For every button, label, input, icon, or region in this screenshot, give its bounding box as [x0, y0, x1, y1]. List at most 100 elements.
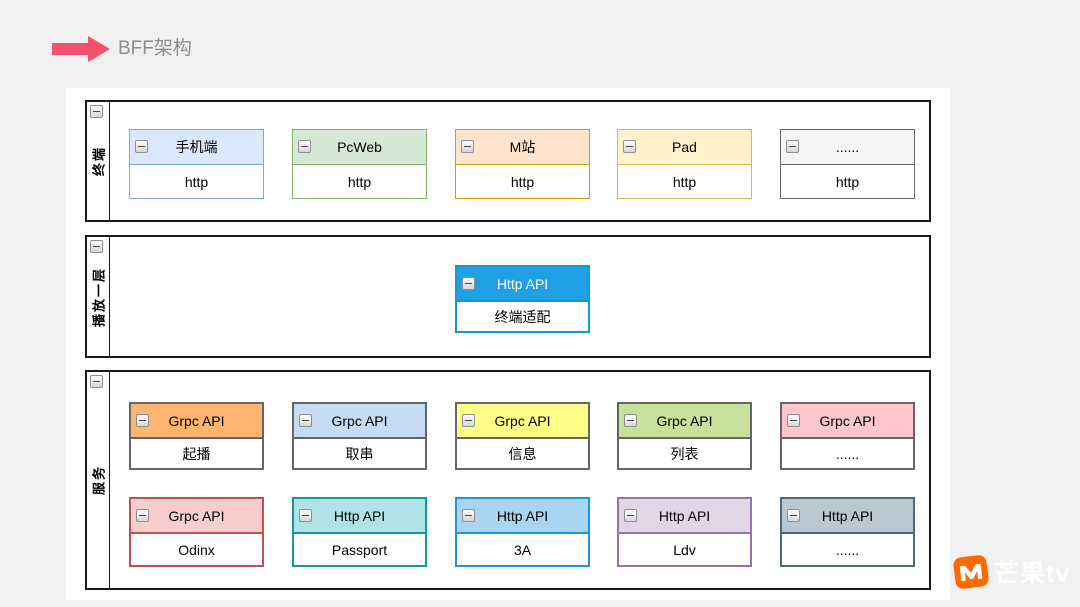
- node-mobile-client[interactable]: 手机端 http: [129, 129, 264, 199]
- node-title: Grpc API: [656, 412, 713, 429]
- node-title: Grpc API: [168, 507, 225, 524]
- lane-terminal: 终端 手机端 http PcWeb http M站 http: [85, 100, 931, 222]
- node-body-label: 3A: [513, 541, 532, 558]
- node-title: Http API: [821, 507, 874, 524]
- mgtv-logo-icon: [953, 555, 989, 589]
- collapse-minus-icon[interactable]: [786, 140, 799, 153]
- node-http-more[interactable]: Http API ......: [780, 497, 915, 567]
- mgtv-logo-text: 芒果tv: [994, 560, 1071, 588]
- node-body-label: http: [672, 173, 697, 190]
- node-body-label: http: [835, 173, 860, 190]
- node-grpc-fetch-stream[interactable]: Grpc API 取串: [292, 402, 427, 470]
- node-grpc-list[interactable]: Grpc API 列表: [617, 402, 752, 470]
- node-title: Grpc API: [494, 412, 551, 429]
- lane-services-label-column: 服务: [87, 372, 110, 588]
- collapse-minus-icon[interactable]: [462, 413, 475, 427]
- page-title: BFF架构: [118, 38, 192, 59]
- node-grpc-start-play[interactable]: Grpc API 起播: [129, 402, 264, 470]
- node-header: M站: [456, 130, 589, 165]
- collapse-minus-icon[interactable]: [623, 140, 636, 153]
- node-title: Http API: [496, 507, 549, 524]
- diagram-canvas: 终端 手机端 http PcWeb http M站 http: [66, 88, 950, 600]
- node-header: Http API: [782, 499, 913, 534]
- node-m-site[interactable]: M站 http: [455, 129, 590, 199]
- node-body-label: Ldv: [673, 541, 696, 558]
- node-grpc-odinx[interactable]: Grpc API Odinx: [129, 497, 264, 567]
- node-title: Grpc API: [819, 412, 876, 429]
- node-title: Http API: [658, 507, 711, 524]
- node-header: Grpc API: [294, 404, 425, 439]
- node-pad[interactable]: Pad http: [617, 129, 752, 199]
- arrow-tri: [88, 36, 110, 62]
- node-header: Grpc API: [131, 404, 262, 439]
- node-body-label: 起播: [182, 445, 211, 462]
- node-http-3a[interactable]: Http API 3A: [455, 497, 590, 567]
- lane-terminal-label-column: 终端: [87, 102, 110, 220]
- node-http-ldv[interactable]: Http API Ldv: [617, 497, 752, 567]
- node-header: Grpc API: [619, 404, 750, 439]
- collapse-minus-icon[interactable]: [462, 508, 475, 522]
- node-header: Pad: [618, 130, 751, 165]
- node-title: PcWeb: [337, 139, 382, 155]
- collapse-minus-icon[interactable]: [135, 140, 148, 153]
- mgtv-logo: 芒果tv: [950, 551, 1070, 593]
- collapse-minus-icon[interactable]: [299, 508, 312, 522]
- node-grpc-info[interactable]: Grpc API 信息: [455, 402, 590, 470]
- node-grpc-more[interactable]: Grpc API ......: [780, 402, 915, 470]
- collapse-minus-icon[interactable]: [624, 413, 637, 427]
- node-header: 手机端: [130, 130, 263, 165]
- collapse-minus-icon[interactable]: [787, 508, 800, 522]
- node-title: Pad: [672, 139, 697, 155]
- node-body-label: http: [347, 173, 372, 190]
- node-title: Grpc API: [168, 412, 225, 429]
- node-http-passport[interactable]: Http API Passport: [292, 497, 427, 567]
- arrow-icon: [52, 36, 110, 62]
- node-header: Grpc API: [457, 404, 588, 439]
- node-body-label: Passport: [331, 541, 388, 558]
- node-title: M站: [509, 139, 536, 155]
- node-pcweb[interactable]: PcWeb http: [292, 129, 427, 199]
- node-body-label: ......: [835, 445, 860, 462]
- node-body-label: ......: [835, 541, 860, 558]
- node-body-label: http: [184, 173, 209, 190]
- collapse-minus-icon[interactable]: [462, 276, 475, 290]
- collapse-minus-icon[interactable]: [136, 413, 149, 427]
- node-body-label: 信息: [508, 445, 537, 462]
- node-terminal-more[interactable]: ...... http: [780, 129, 915, 199]
- node-body-label: 列表: [670, 445, 699, 462]
- collapse-minus-icon[interactable]: [461, 140, 474, 153]
- node-title: 手机端: [175, 139, 218, 155]
- node-header: Grpc API: [131, 499, 262, 534]
- node-body-label: 终端适配: [494, 308, 551, 325]
- node-body-label: Odinx: [178, 541, 215, 558]
- node-header: Grpc API: [782, 404, 913, 439]
- node-title: Http API: [333, 507, 386, 524]
- lane-services: 服务 Grpc API 起播 Grpc API 取串 Grpc API 信息: [85, 370, 931, 590]
- lane-playback-layer: 播放一层 Http API 终端适配: [85, 235, 931, 358]
- collapse-minus-icon[interactable]: [298, 140, 311, 153]
- collapse-minus-icon[interactable]: [90, 105, 103, 118]
- collapse-minus-icon[interactable]: [90, 375, 103, 388]
- collapse-minus-icon[interactable]: [299, 413, 312, 427]
- collapse-minus-icon[interactable]: [90, 240, 103, 253]
- node-title: Grpc API: [331, 412, 388, 429]
- collapse-minus-icon[interactable]: [787, 413, 800, 427]
- arrow-rect: [52, 43, 89, 55]
- node-terminal-adapter[interactable]: Http API 终端适配: [455, 265, 590, 333]
- node-header: Http API: [619, 499, 750, 534]
- collapse-minus-icon[interactable]: [624, 508, 637, 522]
- lane-terminal-label: 终端: [91, 145, 107, 177]
- lane-services-label: 服务: [91, 464, 107, 496]
- node-header: Http API: [457, 267, 588, 302]
- node-title: Http API: [496, 275, 549, 292]
- lane-playback-label-column: 播放一层: [87, 237, 110, 356]
- lane-playback-label: 播放一层: [91, 266, 107, 327]
- node-header: Http API: [457, 499, 588, 534]
- node-header: PcWeb: [293, 130, 426, 165]
- node-body-label: 取串: [345, 445, 374, 462]
- node-title: ......: [835, 139, 860, 155]
- collapse-minus-icon[interactable]: [136, 508, 149, 522]
- node-header: ......: [781, 130, 914, 165]
- node-header: Http API: [294, 499, 425, 534]
- node-body-label: http: [510, 173, 535, 190]
